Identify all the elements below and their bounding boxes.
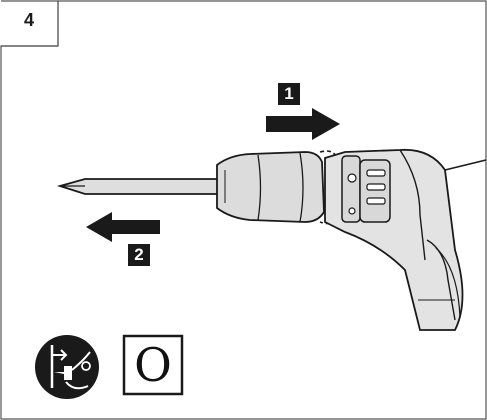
- chisel-bit: [56, 178, 219, 195]
- arrow-badge-2-label: 2: [134, 245, 144, 264]
- arrow-pull-back-right: [266, 83, 340, 140]
- mode-symbol-letter: O: [134, 338, 172, 392]
- hammer-drill-body: [324, 148, 487, 331]
- mode-symbol-box: [122, 334, 184, 396]
- badge-1-box: [278, 83, 300, 105]
- arrow-remove-bit-left: [86, 212, 160, 266]
- chuck-sleeve: [216, 151, 325, 223]
- step-number: 4: [23, 10, 34, 30]
- arrow-badge-1-label: 1: [284, 84, 294, 103]
- unplug-before-service-icon: [35, 335, 99, 399]
- badge-2-box: [128, 244, 150, 266]
